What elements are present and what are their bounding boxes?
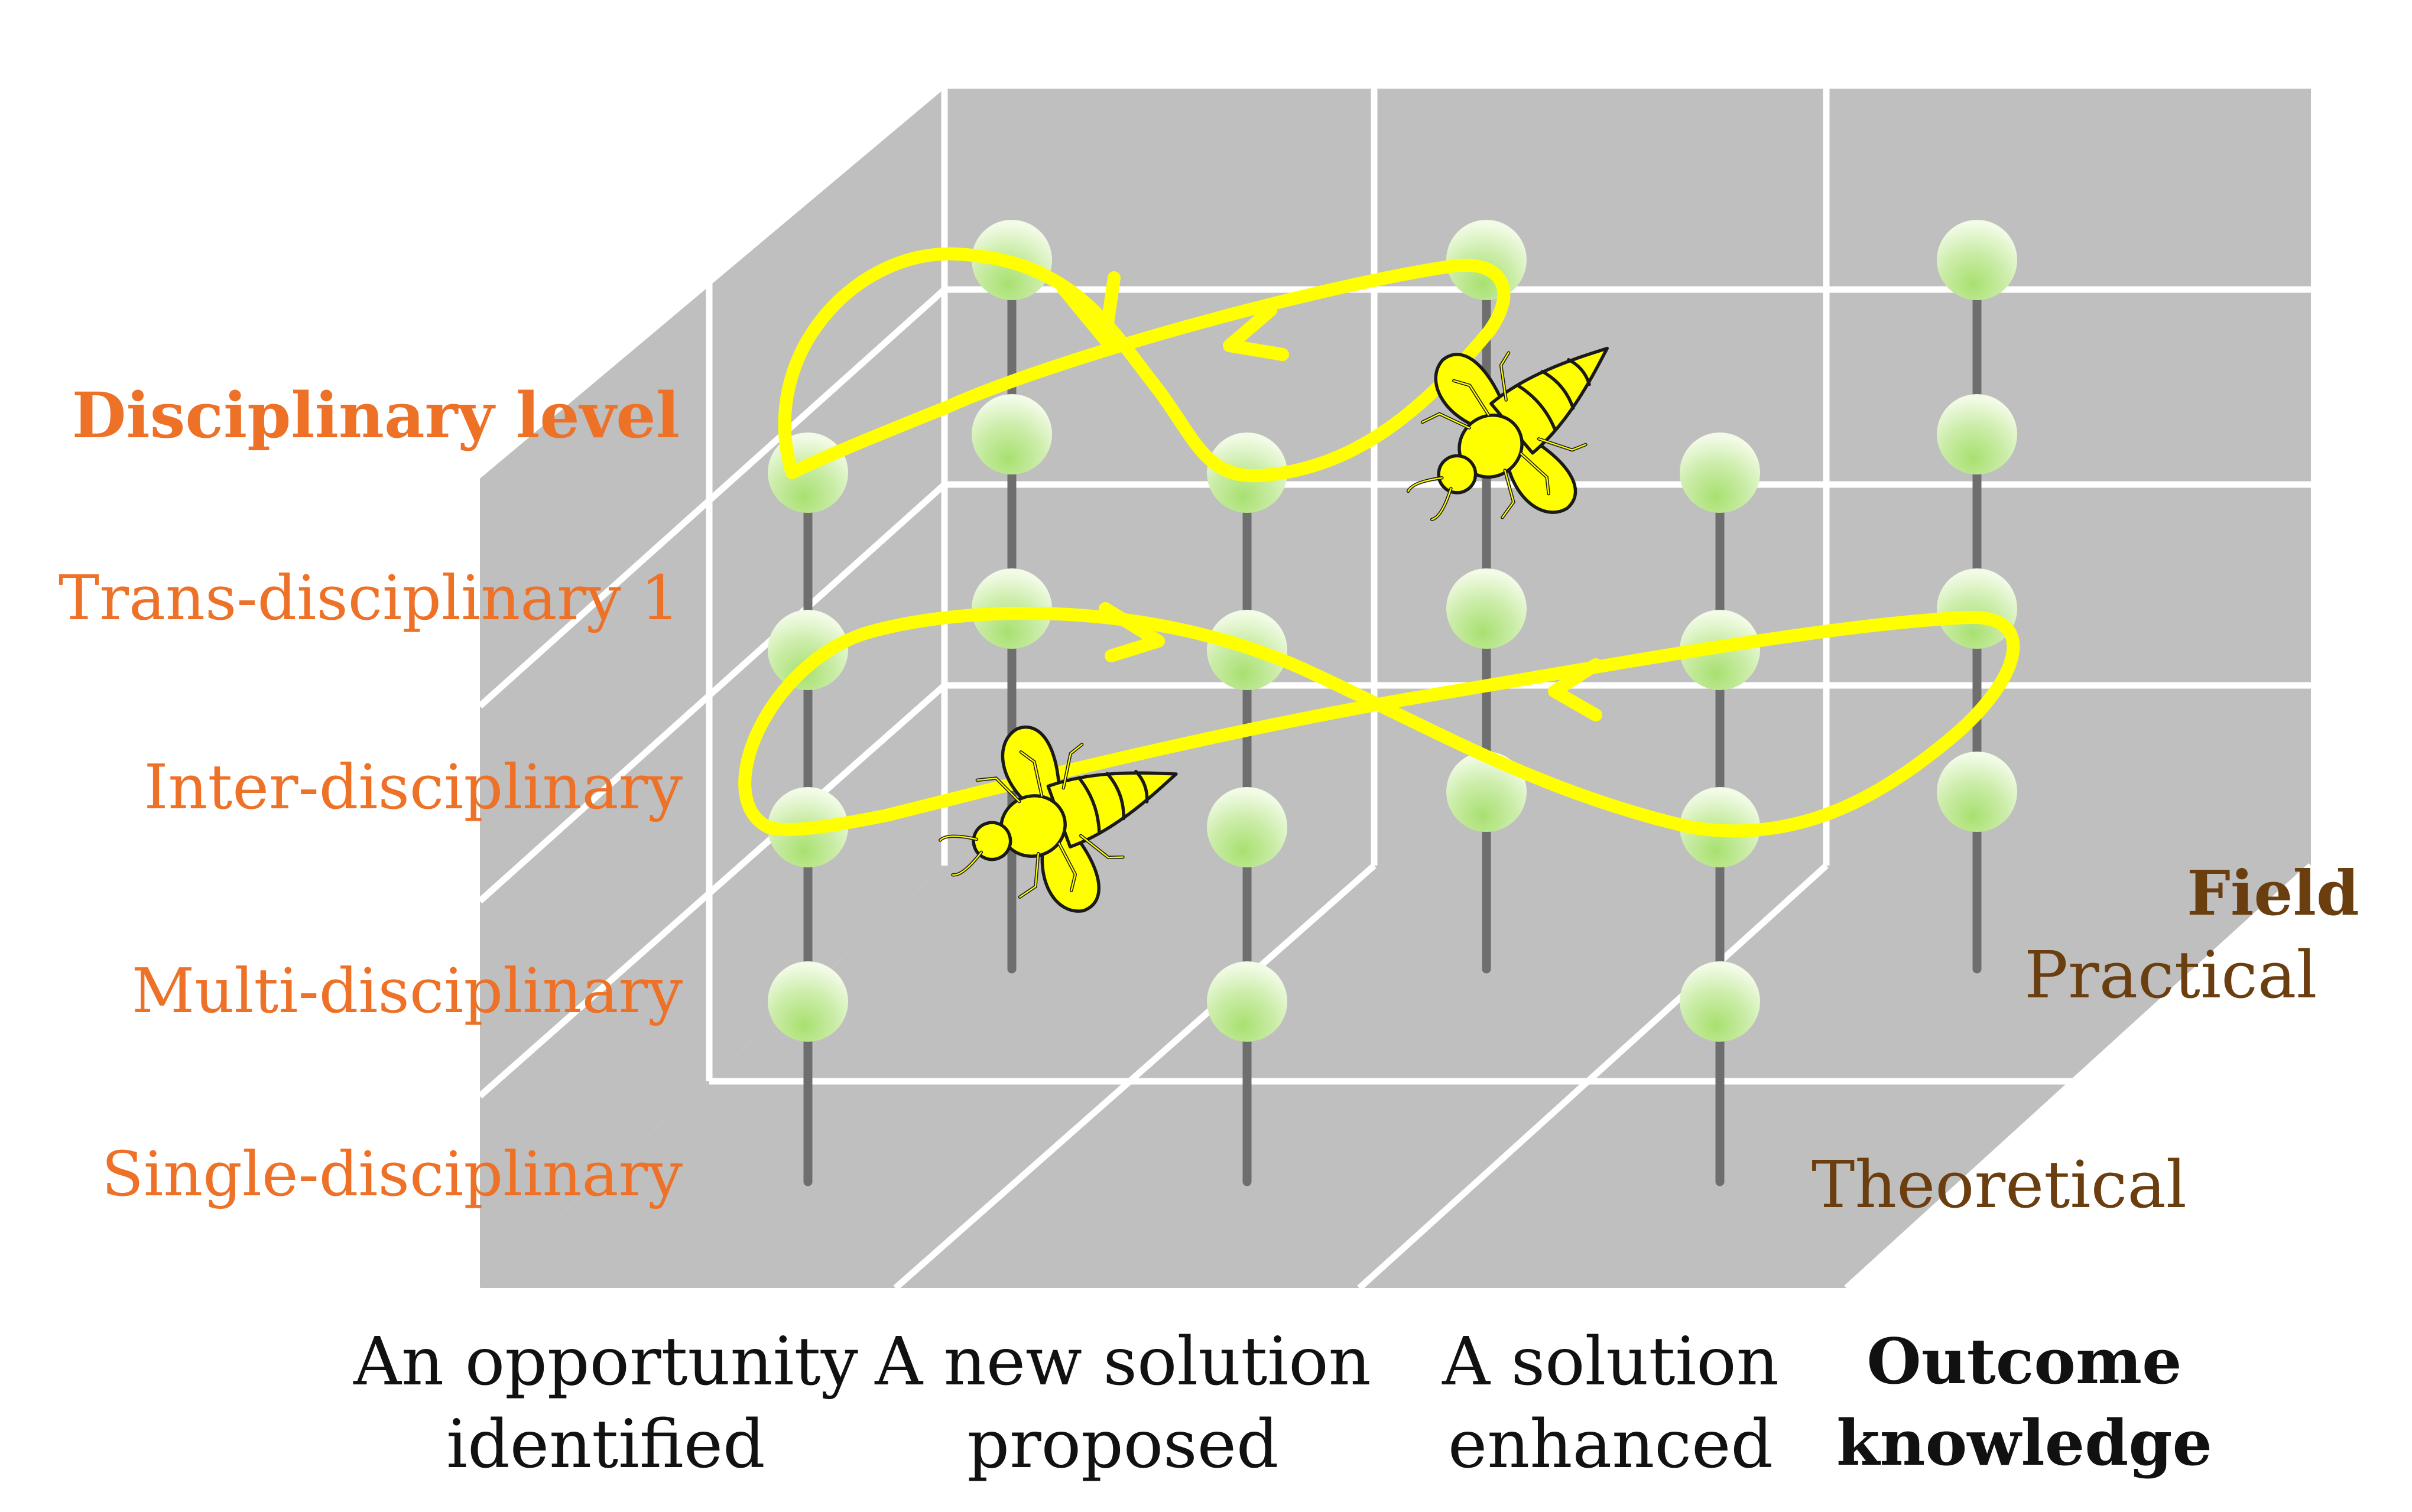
disciplinary-level-label: Trans-disciplinary 1 xyxy=(58,562,680,634)
outcome-title-line: Outcome xyxy=(1866,1324,2182,1398)
field-value-label: Theoretical xyxy=(1812,1147,2187,1222)
node xyxy=(768,610,848,690)
node xyxy=(1937,394,2017,474)
arrow-icon xyxy=(1548,658,1602,721)
field-value-label: Practical xyxy=(2024,937,2317,1013)
outcome-category-line: proposed xyxy=(967,1406,1279,1483)
cube-grid xyxy=(478,89,2313,1291)
node xyxy=(1680,433,1760,513)
arrow-icon xyxy=(1057,271,1121,346)
node xyxy=(1207,787,1287,867)
arrow-icon xyxy=(1223,304,1289,361)
outcome-category-label: A new solution proposed xyxy=(857,1321,1389,1486)
outcome-category-line: enhanced xyxy=(1447,1406,1774,1483)
outcome-category-line: A new solution xyxy=(875,1324,1371,1400)
disciplinary-level-label: Inter-disciplinary xyxy=(144,751,683,823)
node xyxy=(972,394,1052,474)
floor-panel xyxy=(480,866,2311,1288)
field-axis-title: Field xyxy=(2187,857,2359,929)
node xyxy=(768,961,848,1042)
flight-path-upper xyxy=(778,247,1511,483)
outcome-category-line: An opportunity xyxy=(353,1324,858,1400)
outcome-axis-title: Outcome knowledge xyxy=(1817,1321,2231,1484)
outcome-title-line: knowledge xyxy=(1836,1405,2212,1480)
outcome-category-label: An opportunity identified xyxy=(340,1321,872,1486)
node xyxy=(1207,961,1287,1042)
disciplinary-level-label: Single-disciplinary xyxy=(101,1138,683,1210)
outcome-category-label: A solution enhanced xyxy=(1359,1321,1862,1486)
node xyxy=(1937,752,2017,832)
node xyxy=(1680,961,1760,1042)
outcome-category-line: identified xyxy=(446,1406,765,1483)
outcome-category-line: A solution xyxy=(1442,1324,1779,1400)
node xyxy=(1937,220,2017,300)
disciplinary-level-label: Multi-disciplinary xyxy=(131,955,683,1027)
flight-path-lower xyxy=(738,606,2020,838)
disciplinary-axis-title: Disciplinary level xyxy=(72,378,680,452)
node xyxy=(1446,568,1527,649)
arrow-icon xyxy=(1099,602,1165,662)
